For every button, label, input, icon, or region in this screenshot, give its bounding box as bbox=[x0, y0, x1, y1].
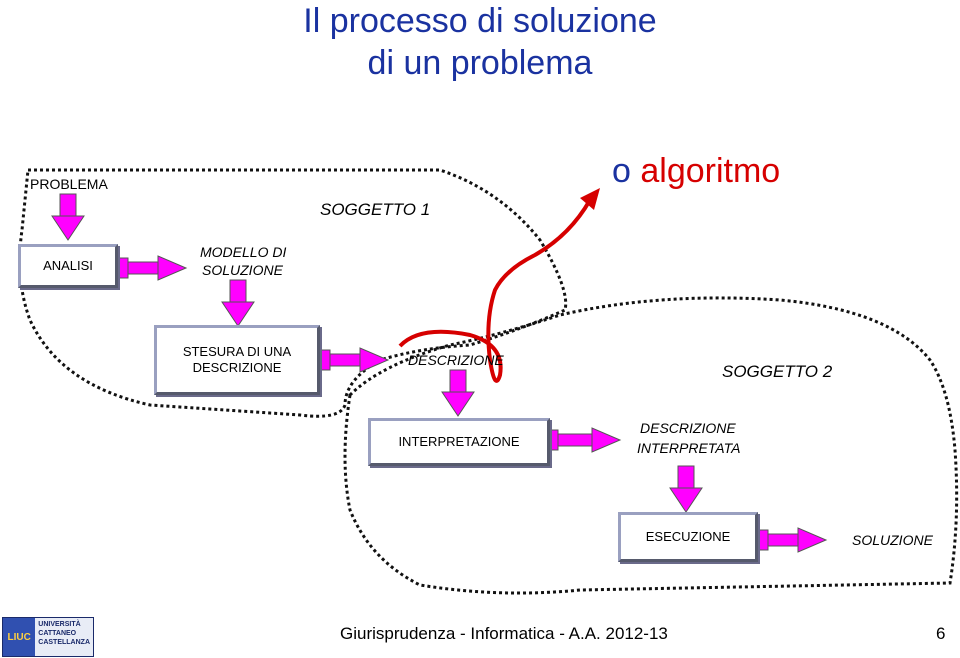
box-interpretazione-label: INTERPRETAZIONE bbox=[398, 434, 520, 449]
label-modello: MODELLO DI bbox=[200, 244, 287, 260]
label-soluzione-finale: SOLUZIONE bbox=[852, 532, 933, 548]
label-soluzione-modello: SOLUZIONE bbox=[202, 262, 283, 278]
box-stesura-line1: STESURA DI UNA bbox=[182, 344, 292, 359]
label-descrizione-interpretata-2: INTERPRETATA bbox=[637, 440, 741, 456]
logo-line2: CATTANEO bbox=[38, 630, 77, 637]
algoritmo-prefix: o bbox=[612, 152, 631, 190]
logo-line3: CASTELLANZA bbox=[38, 639, 90, 646]
box-stesura: STESURA DI UNA DESCRIZIONE bbox=[154, 325, 320, 395]
algoritmo-curve bbox=[398, 199, 592, 383]
box-stesura-line2: DESCRIZIONE bbox=[192, 360, 282, 375]
algoritmo-label: o algoritmo bbox=[612, 152, 780, 191]
label-soggetto1: SOGGETTO 1 bbox=[320, 200, 431, 219]
algoritmo-arrowhead bbox=[580, 188, 600, 210]
logo-mark: LIUC bbox=[3, 618, 36, 656]
algoritmo-word: algoritmo bbox=[640, 152, 781, 190]
box-esecuzione: ESECUZIONE bbox=[618, 512, 758, 562]
page-number: 6 bbox=[936, 624, 946, 643]
box-interpretazione: INTERPRETAZIONE bbox=[368, 418, 550, 466]
label-soggetto2: SOGGETTO 2 bbox=[722, 362, 833, 381]
label-problema: PROBLEMA bbox=[30, 176, 108, 192]
arrow-esecuzione-soluzione bbox=[757, 527, 828, 553]
university-logo: LIUC UNIVERSITÀ CATTANEO CASTELLANZA bbox=[2, 617, 94, 657]
logo-text: UNIVERSITÀ CATTANEO CASTELLANZA bbox=[35, 618, 93, 656]
arrow-analisi-modello bbox=[117, 255, 188, 281]
page-title: Il processo di soluzione di un problema bbox=[0, 0, 960, 84]
arrow-interpretazione-interpretata bbox=[547, 427, 622, 453]
title-line-1: Il processo di soluzione bbox=[303, 2, 657, 40]
soggetto2-region bbox=[343, 296, 959, 595]
arrow-problema-analisi bbox=[51, 193, 85, 241]
arrow-modello-stesura bbox=[221, 279, 255, 327]
box-analisi-label: ANALISI bbox=[43, 258, 93, 273]
label-descrizione-interpretata-1: DESCRIZIONE bbox=[640, 420, 736, 436]
logo-line1: UNIVERSITÀ bbox=[38, 621, 81, 628]
arrow-interpretata-esecuzione bbox=[669, 465, 703, 513]
label-descrizione: DESCRIZIONE bbox=[408, 352, 504, 368]
arrow-stesura-descrizione bbox=[319, 347, 390, 373]
title-line-2: di un problema bbox=[367, 44, 593, 82]
box-esecuzione-label: ESECUZIONE bbox=[645, 529, 731, 544]
box-analisi: ANALISI bbox=[18, 244, 118, 288]
arrow-descrizione-interpretazione bbox=[441, 369, 475, 417]
footer-text: Giurisprudenza - Informatica - A.A. 2012… bbox=[340, 624, 668, 643]
